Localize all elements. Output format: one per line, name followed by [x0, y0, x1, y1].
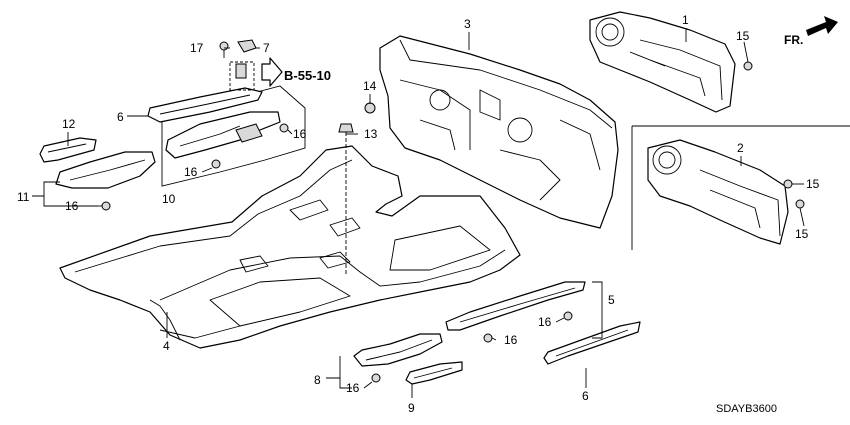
leader-lines [32, 28, 805, 398]
callout-16-f: 16 [346, 381, 360, 395]
callout-17: 17 [190, 41, 204, 55]
callout-15-mid: 15 [806, 177, 820, 191]
clip-16d [563, 311, 573, 321]
callout-6-lower: 6 [582, 389, 589, 403]
sill-5 [445, 281, 586, 331]
callout-16-b: 16 [184, 165, 198, 179]
reference-arrow: B-55-10 [261, 57, 331, 87]
clip-16a [279, 123, 289, 133]
callout-2: 2 [737, 141, 744, 155]
callout-16-d: 16 [538, 315, 552, 329]
clip-15a [743, 61, 753, 71]
callout-8: 8 [314, 373, 321, 387]
bolt-14 [364, 102, 376, 114]
callout-16-c: 16 [65, 199, 79, 213]
callout-15-bottom: 15 [795, 227, 809, 241]
callout-14: 14 [363, 79, 377, 93]
dashboard-insulator [379, 35, 619, 229]
callout-12: 12 [62, 117, 76, 131]
callout-1: 1 [682, 13, 689, 27]
grommet [229, 61, 255, 91]
front-arrow-icon: FR. [784, 16, 838, 47]
reference-code: B-55-10 [284, 68, 331, 83]
callout-15-top: 15 [736, 29, 750, 43]
floor-carpet [59, 145, 521, 349]
trim-8 [353, 333, 443, 367]
callout-13: 13 [364, 127, 378, 141]
sill-trim-10 [165, 111, 281, 159]
insulator-upper [589, 11, 736, 113]
callout-11: 11 [17, 190, 30, 204]
callout-3: 3 [464, 17, 471, 31]
grommet-13 [338, 123, 354, 276]
callout-10: 10 [162, 192, 176, 206]
clip-16c [101, 201, 111, 211]
callout-6-upper: 6 [117, 110, 124, 124]
trim-11 [55, 151, 156, 189]
clip-group-box [161, 85, 306, 187]
callout-16-e: 16 [504, 333, 518, 347]
callout-4: 4 [163, 339, 170, 353]
mat-12 [39, 137, 97, 163]
callout-7: 7 [263, 41, 270, 55]
clip-16e [483, 333, 493, 343]
clip-16b [211, 159, 221, 169]
callout-9: 9 [408, 401, 415, 415]
clip-16f [371, 373, 381, 383]
clip-17 [219, 41, 229, 58]
drawing-code: SDAYB3600 [716, 403, 777, 415]
cap-7 [237, 39, 257, 53]
callout-16-a: 16 [293, 127, 307, 141]
inset-box [631, 125, 850, 250]
front-indicator: FR. [784, 33, 803, 47]
clip-15b [783, 179, 793, 189]
callout-5: 5 [608, 293, 615, 307]
clip-15c [795, 199, 805, 209]
